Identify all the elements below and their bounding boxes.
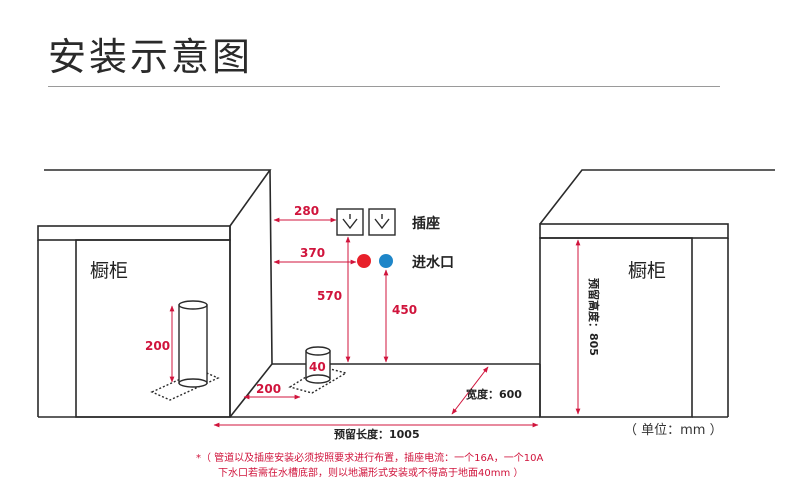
socket-left-icon <box>336 208 364 236</box>
dim-450-label: 450 <box>392 303 417 317</box>
dimension-lines <box>169 217 581 428</box>
water-inlet-label: 进水口 <box>412 254 454 271</box>
right-cabinet <box>539 169 775 418</box>
cabinet-left-label: 橱柜 <box>90 260 128 282</box>
installation-note-line-2: 下水口若需在水槽底部，则以地漏形式安装或不得高于地面40mm ） <box>218 466 523 479</box>
unit-label: （ 单位：mm ） <box>624 423 723 438</box>
socket-label: 插座 <box>412 215 440 232</box>
dim-280-label: 280 <box>294 204 319 218</box>
floor-drain-pipe <box>288 346 348 394</box>
reserved-length-label: 预留长度：1005 <box>334 427 420 441</box>
dim-200-floor-label: 200 <box>256 382 281 396</box>
page-title: 安装示意图 <box>48 35 254 79</box>
installation-note-line-1: *（ 管道以及插座安装必须按照要求进行布置，插座电流：一个16A，一个10A <box>196 451 543 464</box>
title-divider <box>48 86 720 87</box>
hot-water-inlet-icon <box>357 254 371 268</box>
reserved-height-label: 预留高度：805 <box>587 278 601 356</box>
dim-40-label: 40 <box>309 360 326 374</box>
dim-200-height-label: 200 <box>145 339 170 353</box>
width-label: 宽度：600 <box>465 387 522 401</box>
socket-right-icon <box>368 208 396 236</box>
left-pipe <box>150 300 220 401</box>
cabinet-right-label: 橱柜 <box>628 260 666 282</box>
cold-water-inlet-icon <box>379 254 393 268</box>
dim-370-label: 370 <box>300 246 325 260</box>
left-cabinet <box>37 169 273 418</box>
dim-570-label: 570 <box>317 289 342 303</box>
